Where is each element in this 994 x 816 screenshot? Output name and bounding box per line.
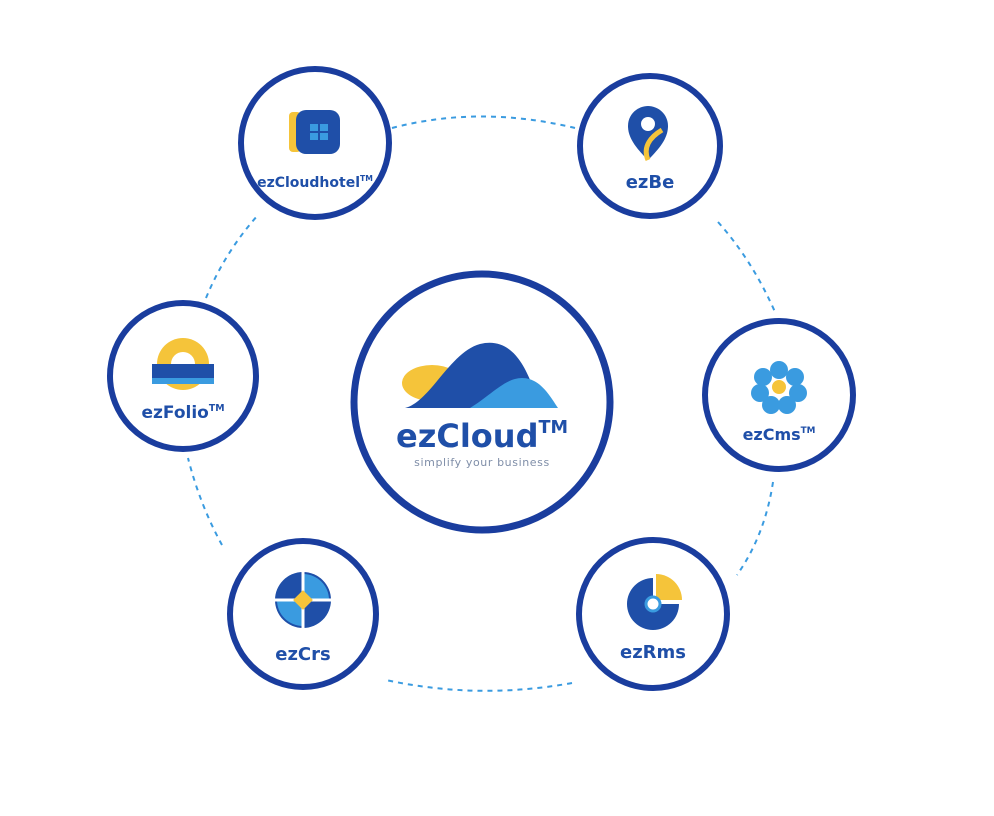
ezrms-icon [627, 574, 682, 630]
connector-be-cms [717, 221, 776, 313]
product-node-ezcloudhotel[interactable]: ezCloudhotelTM [238, 66, 392, 220]
product-node-ezcrs[interactable]: ezCrs [227, 538, 379, 690]
connector-crs-folio [187, 457, 223, 546]
ezcloudhotel-icon [289, 110, 340, 154]
center-node: ezCloudTM simplify your business [350, 270, 614, 534]
ezcrs-icon [275, 572, 331, 628]
ezbe-label: ezBe [626, 172, 675, 193]
ezcms-ring [702, 318, 856, 472]
connector-cms-rms [736, 481, 774, 576]
product-node-ezfolio[interactable]: ezFolioTM [107, 300, 259, 452]
ezcms-icon [751, 361, 807, 414]
product-node-ezbe[interactable]: ezBe [577, 73, 723, 219]
product-node-ezrms[interactable]: ezRms [576, 537, 730, 691]
ezfolio-icon [152, 338, 214, 390]
ezbe-icon [628, 106, 668, 161]
ezfolio-label: ezFolioTM [141, 403, 224, 423]
connector-rms-crs [385, 679, 573, 692]
connector-lines [187, 115, 776, 692]
ezcloud-logo-icon [402, 342, 558, 408]
center-tagline: simplify your business [414, 456, 550, 469]
product-node-ezcms[interactable]: ezCmsTM [702, 318, 856, 472]
ezcloudhotel-label: ezCloudhotelTM [257, 174, 373, 191]
ezrms-label: ezRms [620, 642, 686, 663]
center-brand-title: ezCloudTM [396, 417, 568, 455]
ezcms-label: ezCmsTM [743, 425, 816, 444]
connector-folio-hotel [205, 214, 259, 299]
connector-hotel-be [391, 115, 576, 129]
ezcrs-label: ezCrs [275, 644, 331, 665]
